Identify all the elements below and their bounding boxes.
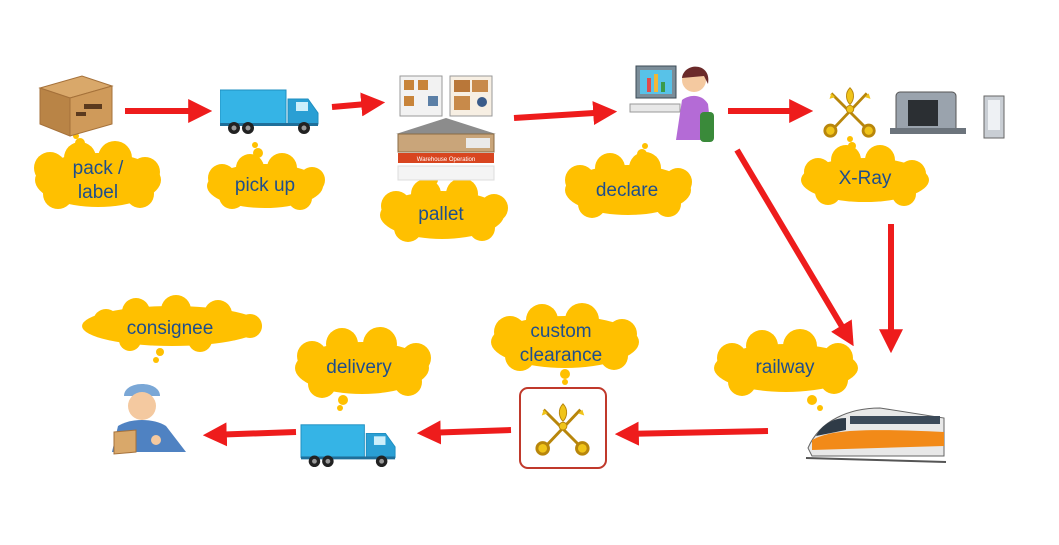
label-pack-line2: label (77, 182, 119, 203)
label-custom-line1: custom (530, 321, 592, 342)
person-at-computer-icon (629, 65, 714, 142)
warehouse-banner-text: Warehouse Operation (417, 157, 475, 163)
bubble-xray (801, 136, 929, 206)
bubble-pick-up (207, 142, 325, 210)
customs-keys-icon (823, 86, 876, 138)
label-railway: railway (755, 357, 815, 378)
label-delivery: delivery (326, 357, 392, 378)
label-custom-line2: clearance (519, 345, 603, 366)
arrow-customs-to-delivery (416, 420, 512, 445)
xray-scanner-icon (890, 91, 1005, 139)
bubble-declare (565, 143, 692, 218)
pickup-truck-icon (220, 89, 319, 135)
label-pick-up: pick up (234, 175, 296, 196)
arrow-pallet-to-declare (513, 101, 618, 126)
custom-clearance-icon (519, 387, 607, 469)
bubble-railway (714, 329, 858, 411)
flow-arrows (125, 92, 903, 447)
label-custom-clearance: custom clearance (506, 320, 616, 368)
label-pack-label: pack / label (58, 157, 138, 205)
thought-bubbles (34, 133, 929, 411)
label-pallet: pallet (418, 204, 464, 225)
cardboard-box-icon (38, 75, 114, 137)
consignee-person-icon (112, 384, 186, 455)
bubble-pallet (380, 169, 508, 242)
arrow-pickup-to-pallet (331, 92, 386, 117)
delivery-truck-icon (300, 424, 396, 468)
arrow-railway-to-customs (614, 421, 769, 446)
arrow-declare-to-railway (734, 148, 854, 347)
warehouse-icon: Warehouse Operation (396, 75, 496, 181)
train-icon (805, 407, 947, 463)
label-consignee: consignee (126, 318, 214, 339)
bubble-custom-clearance (491, 303, 639, 385)
label-pack-line1: pack / (72, 158, 124, 179)
label-declare: declare (595, 180, 659, 201)
bubble-consignee (82, 295, 262, 363)
arrow-delivery-to-consignee (202, 422, 297, 447)
bubble-delivery (295, 327, 431, 411)
label-xray: X-Ray (838, 168, 892, 189)
